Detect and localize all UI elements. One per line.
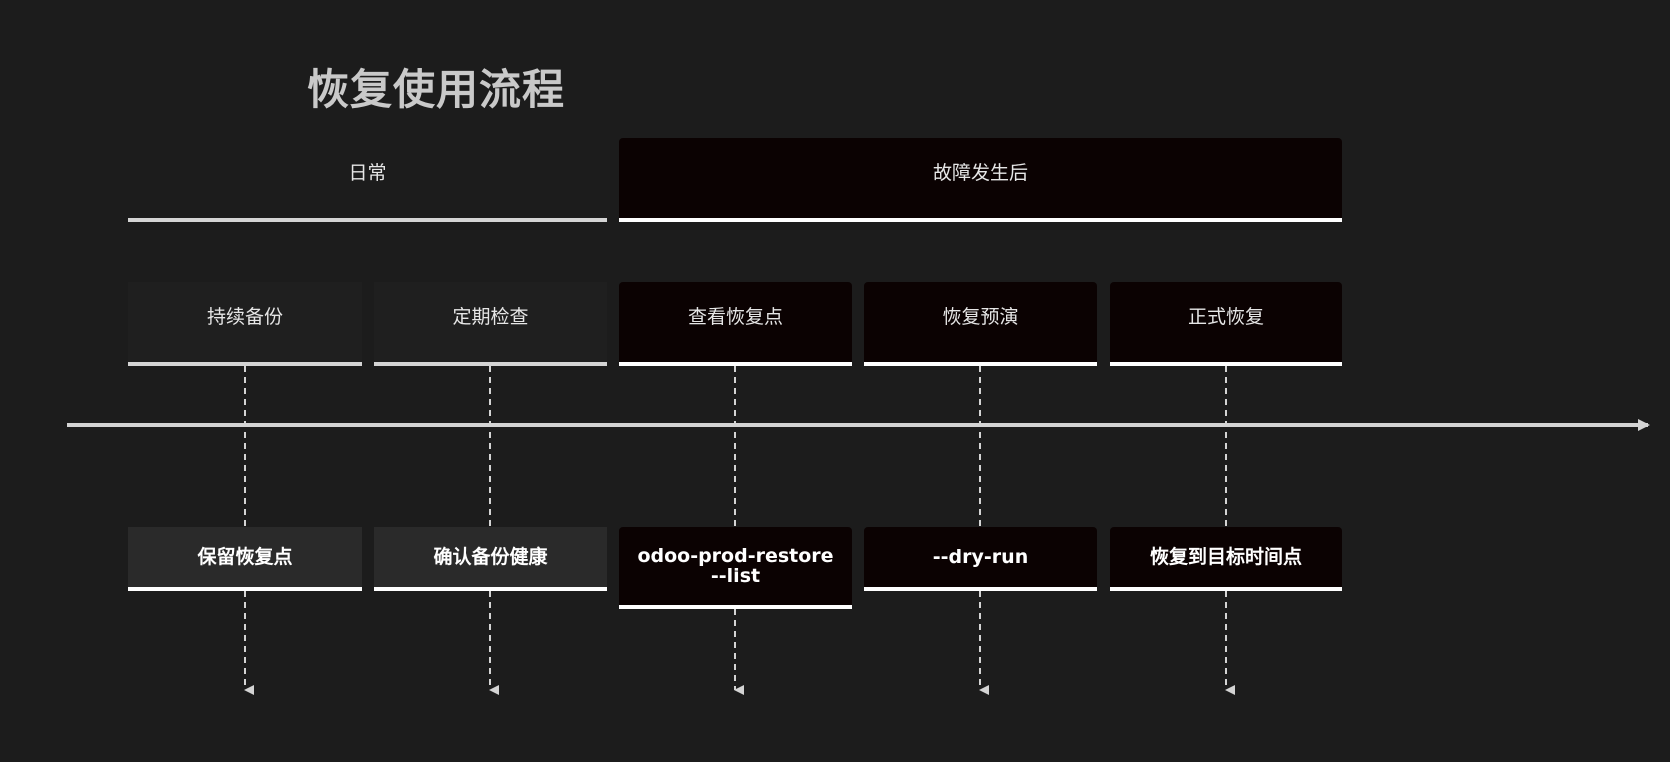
step-label: 定期检查: [452, 306, 529, 328]
output-confirm-backup-health: 确认备份健康: [374, 527, 607, 591]
step-label: 正式恢复: [1187, 306, 1264, 328]
output-dry-run-flag: --dry-run: [864, 527, 1097, 591]
phase-after-failure: 故障发生后: [619, 138, 1342, 222]
output-label: odoo-prod-restore --list: [637, 545, 834, 587]
phase-daily-label: 日常: [348, 162, 387, 184]
output-label: 恢复到目标时间点: [1149, 546, 1302, 568]
step-label: 恢复预演: [942, 306, 1019, 328]
phase-after-failure-label: 故障发生后: [932, 162, 1028, 184]
step-label: 查看恢复点: [687, 306, 783, 328]
phase-daily: 日常: [128, 138, 607, 222]
output-label: 保留恢复点: [197, 546, 293, 568]
step-restore-rehearsal: 恢复预演: [864, 282, 1097, 366]
dashed-connectors: [244, 366, 1227, 527]
step-periodic-check: 定期检查: [374, 282, 607, 366]
output-restore-to-target-time: 恢复到目标时间点: [1110, 527, 1342, 591]
output-keep-restore-points: 保留恢复点: [128, 527, 362, 591]
step-formal-restore: 正式恢复: [1110, 282, 1342, 366]
output-label: --dry-run: [932, 546, 1029, 568]
step-view-restore-points: 查看恢复点: [619, 282, 852, 366]
output-label: 确认备份健康: [433, 546, 548, 568]
diagram-title: 恢复使用流程: [307, 65, 566, 114]
step-continuous-backup: 持续备份: [128, 282, 362, 366]
output-restore-list-command: odoo-prod-restore --list: [619, 527, 852, 609]
step-label: 持续备份: [206, 306, 283, 328]
